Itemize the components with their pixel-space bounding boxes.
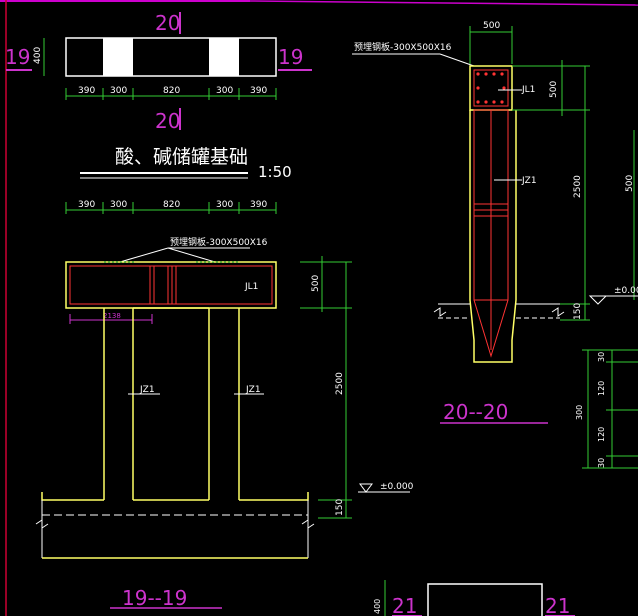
plan-dim-4: 300 [216,86,233,96]
s19-dim-5: 390 [250,200,267,210]
s19-dim-150: 150 [335,499,345,516]
detail-dim-3: 300 [575,405,584,420]
drawing-title: 酸、碱储罐基础 1:50 [80,146,292,181]
s19-dim-3: 820 [163,200,180,210]
detail-dim-4: 120 [597,427,606,442]
s19-dim-4: 300 [216,200,233,210]
plan-height-dim: 400 [33,47,43,64]
detail-right: 30 120 300 120 30 [575,349,638,469]
s21-dim: 400 [373,599,382,614]
s20-far-dim: 500 [625,175,635,192]
s19-elevation: ±0.000 [380,482,414,492]
s20-col-label: JZ1 [521,176,537,186]
section-19-19: 390 300 820 300 390 预埋钢板-300X500X16 JL1 … [35,200,414,610]
s20-dim-150: 150 [573,303,583,320]
s20-embed-note: 预埋钢板-300X500X16 [354,41,452,53]
title-text: 酸、碱储罐基础 [115,146,248,168]
s19-dim-2: 300 [110,200,127,210]
plan-mark-bottom: 20 [155,109,180,133]
s21-mark-left: 21 [392,594,417,616]
s19-col-right-label: JZ1 [245,385,261,395]
section-20-20: 500 预埋钢板-300X500X16 JL1 JZ1 [352,21,638,424]
s19-section-label: 19--19 [122,586,187,610]
s19-dim-2500: 2500 [335,372,345,395]
s19-inner-dim: 2138 [103,312,121,320]
plan-dim-3: 820 [163,86,180,96]
plan-dim-1: 390 [78,86,95,96]
s19-beam-label: JL1 [244,282,258,292]
s20-dim-500: 500 [549,81,559,98]
s20-section-label: 20--20 [443,400,508,424]
detail-dim-5: 30 [597,458,606,468]
s20-top-dim: 500 [483,21,500,31]
s20-elevation: ±0.00 [614,286,638,296]
s19-dim-500: 500 [311,275,321,292]
plan-dim-5: 390 [250,86,267,96]
plan-mark-top: 20 [155,11,180,35]
plan-mark-left: 19 [5,45,30,69]
detail-dim-2: 120 [597,381,606,396]
s21-mark-right: 21 [545,594,570,616]
s20-beam-label: JL1 [521,85,535,95]
title-scale: 1:50 [258,163,292,181]
plan-mark-right: 19 [278,45,303,69]
detail-dim-1: 30 [597,352,606,362]
s19-embed-note: 预埋钢板-300X500X16 [170,236,268,248]
section-21: 400 21 21 [373,580,575,616]
s19-dim-1: 390 [78,200,95,210]
s19-col-left-label: JZ1 [139,385,155,395]
plan-view: 20 20 19 19 400 390 300 820 300 390 [5,11,312,133]
plan-dim-2: 300 [110,86,127,96]
s20-dim-2500: 2500 [573,175,583,198]
